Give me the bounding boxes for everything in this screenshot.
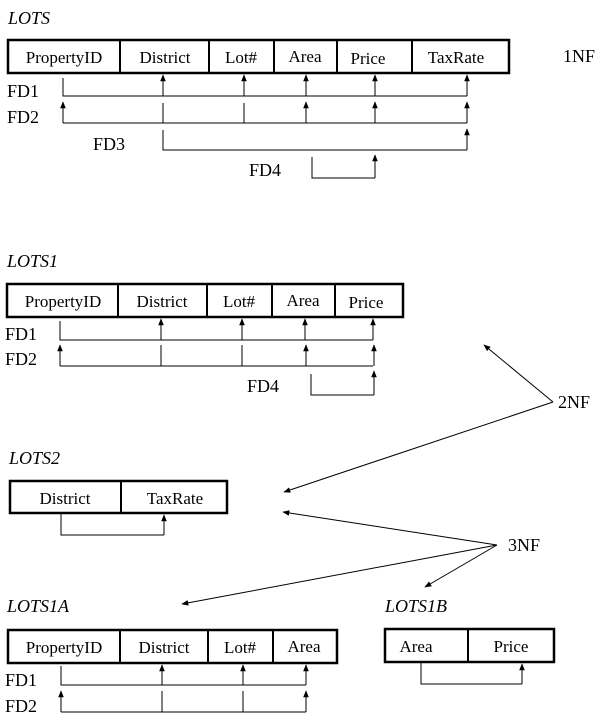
fd-arrow bbox=[311, 154, 378, 179]
normal-form-label-3nf: 3NF bbox=[508, 535, 540, 555]
attribute-cell: District bbox=[139, 638, 190, 657]
relation-box bbox=[5, 282, 405, 319]
fd-label: FD2 bbox=[5, 349, 37, 369]
normalization-arrow-2nf bbox=[283, 344, 554, 493]
attribute-cell: Lot# bbox=[223, 292, 256, 311]
relation-title: LOTS1A bbox=[6, 596, 70, 616]
attribute-cell: PropertyID bbox=[26, 638, 102, 657]
relation-title: LOTS bbox=[7, 8, 50, 28]
relation-lots2: LOTS2 District TaxRate bbox=[8, 448, 229, 536]
fd-arrow bbox=[60, 514, 167, 536]
attribute-cell: Area bbox=[287, 637, 320, 656]
fd-arrow bbox=[420, 663, 525, 685]
fd-label: FD1 bbox=[7, 81, 39, 101]
fd-label: FD2 bbox=[5, 696, 37, 716]
relation-lots: LOTS PropertyID District Lot# Area Price… bbox=[6, 8, 595, 180]
attribute-cell: PropertyID bbox=[26, 48, 102, 67]
fd-arrow bbox=[62, 74, 470, 97]
attribute-cell: Price bbox=[494, 637, 529, 656]
attribute-cell: Lot# bbox=[224, 638, 257, 657]
attribute-cell: Area bbox=[286, 291, 319, 310]
attribute-cell: District bbox=[137, 292, 188, 311]
attribute-cell: District bbox=[40, 489, 91, 508]
attribute-cell: District bbox=[140, 48, 191, 67]
attribute-cell: Area bbox=[288, 47, 321, 66]
relation-box bbox=[6, 38, 511, 75]
attribute-cell: Price bbox=[351, 49, 386, 68]
relation-box bbox=[383, 627, 556, 664]
normal-form-label-2nf: 2NF bbox=[558, 392, 590, 412]
fd-arrow bbox=[59, 318, 376, 341]
fd-label: FD2 bbox=[7, 107, 39, 127]
relation-lots1a: LOTS1A PropertyID District Lot# Area FD1… bbox=[5, 596, 339, 716]
fd-arrow bbox=[60, 664, 309, 686]
fd-label: FD3 bbox=[93, 134, 125, 154]
normalization-arrow-3nf bbox=[181, 510, 498, 606]
relation-title: LOTS1B bbox=[384, 596, 447, 616]
relation-lots1: LOTS1 PropertyID District Lot# Area Pric… bbox=[5, 251, 405, 396]
fd-label: FD4 bbox=[247, 376, 279, 396]
relation-box bbox=[8, 479, 229, 515]
fd-arrow bbox=[58, 690, 309, 713]
attribute-cell: TaxRate bbox=[147, 489, 203, 508]
fd-arrow bbox=[57, 344, 377, 367]
normal-form-label-1nf: 1NF bbox=[563, 46, 595, 66]
relation-box bbox=[6, 628, 339, 665]
fd-arrow bbox=[162, 128, 470, 151]
fd-label: FD1 bbox=[5, 324, 37, 344]
relation-lots1b: LOTS1B Area Price bbox=[383, 596, 556, 685]
attribute-cell: PropertyID bbox=[25, 292, 101, 311]
attribute-cell: TaxRate bbox=[428, 48, 484, 67]
fd-label: FD1 bbox=[5, 670, 37, 690]
fd-arrow bbox=[310, 370, 377, 396]
fd-label: FD4 bbox=[249, 160, 281, 180]
fd-arrow bbox=[60, 101, 470, 124]
relation-title: LOTS2 bbox=[8, 448, 60, 468]
relation-title: LOTS1 bbox=[6, 251, 58, 271]
attribute-cell: Price bbox=[349, 293, 384, 312]
attribute-cell: Area bbox=[399, 637, 432, 656]
attribute-cell: Lot# bbox=[225, 48, 258, 67]
